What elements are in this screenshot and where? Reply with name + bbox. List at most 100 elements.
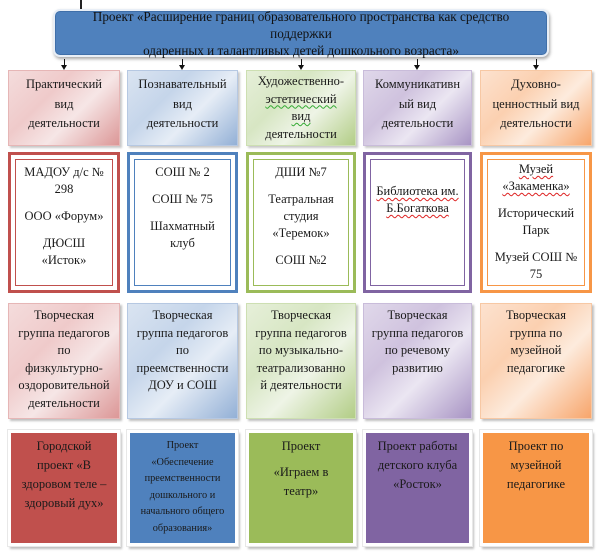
group-text: группа педагогов: [18, 325, 110, 340]
project-text: Проект работы: [377, 439, 458, 453]
project-text: Проект по: [508, 439, 564, 453]
group-text: по музыкально-: [258, 343, 344, 358]
partner-item: МАДОУ д/с № 298: [24, 165, 104, 196]
partner-item: Театральная студия «Теремок»: [268, 192, 334, 240]
group-text: й деятельности: [260, 378, 342, 393]
group-text: Творческая: [34, 308, 94, 322]
activity-text: Коммуникативн: [374, 77, 461, 91]
activity-text-wrap: вид: [247, 108, 355, 126]
partner-item: ДЮСШ «Исток»: [41, 236, 87, 267]
group-text: Творческая: [271, 308, 331, 322]
group-text: оздоровительной: [18, 378, 110, 393]
group-text: Творческая: [387, 308, 448, 322]
group-text: группа по: [509, 325, 563, 340]
partner-item: ООО «Форум»: [24, 209, 104, 223]
project-text: «Росток»: [393, 477, 442, 491]
project-text: Проект: [281, 439, 321, 453]
text-cursor: [80, 0, 82, 14]
partners-box-spiritual: Музей «Закаменка» Исторический Парк Музе…: [480, 152, 592, 293]
partner-item: Музей СОШ № 75: [494, 250, 578, 281]
group-text: преемственности: [136, 360, 229, 375]
activity-text: Практический: [25, 77, 103, 91]
inner-border: [370, 159, 465, 286]
group-box-practical: Творческая группа педагогов по физкульту…: [8, 303, 120, 419]
project-text: проект «В: [37, 458, 91, 472]
project-spacer: [249, 456, 353, 463]
group-box-cognitive: Творческая группа педагогов по преемстве…: [127, 303, 238, 419]
project-text: детского клуба: [377, 458, 458, 472]
group-text: группа педагогов: [255, 325, 347, 340]
activity-text: ценностный вид: [492, 96, 580, 111]
activity-text: деятельности: [265, 126, 337, 141]
group-text: развитию: [392, 360, 443, 375]
group-text: по: [176, 343, 189, 358]
activity-box-artistic: Художественно- эстетический вид деятельн…: [246, 70, 356, 146]
project-text: здоровый дух»: [24, 496, 104, 510]
partner-item: Шахматный клуб: [150, 219, 215, 250]
partners-box-practical: МАДОУ д/с № 298 ООО «Форум» ДЮСШ «Исток»: [8, 152, 120, 293]
activity-text: ый вид: [398, 96, 437, 111]
group-text: театрализованно: [256, 360, 346, 375]
activity-text: вид: [173, 96, 192, 111]
group-text: Творческая: [152, 308, 213, 322]
partners-box-cognitive: СОШ № 2 СОШ № 75 Шахматный клуб: [127, 152, 238, 293]
partner-item: Библиотека им. Б.Богаткова: [376, 184, 459, 215]
activity-text: деятельности: [381, 116, 454, 130]
project-box-cognitive: Проект «Обеспечение преемственности дошк…: [127, 430, 238, 546]
activity-box-cognitive: Познавательный вид деятельности: [127, 70, 238, 146]
main-project-title-line-2: одаренных и талантливых детей дошкольног…: [143, 42, 459, 58]
group-text: физкультурно-: [25, 360, 103, 375]
project-text: педагогике: [506, 477, 566, 491]
group-text: музейной: [510, 343, 562, 358]
project-text: Проект: [166, 440, 199, 451]
activity-text: вид: [54, 96, 74, 111]
project-text: образования»: [152, 522, 213, 534]
project-text: начального общего: [140, 506, 225, 517]
partner-item: СОШ №2: [275, 253, 327, 267]
project-box-artistic: Проект «Играем в театр»: [246, 430, 356, 546]
partner-item: ДШИ №7: [275, 165, 327, 179]
activity-text: Художественно-: [257, 74, 345, 88]
group-text: педагогике: [506, 360, 566, 375]
partners-box-artistic: ДШИ №7 Театральная студия «Теремок» СОШ …: [246, 152, 356, 293]
group-text: группа педагогов: [371, 325, 464, 340]
project-text: музейной: [510, 458, 562, 472]
activity-text-wrap: эстетический: [247, 91, 355, 109]
project-text: здоровом теле –: [21, 477, 107, 491]
main-project-box: Проект «Расширение границ образовательно…: [53, 8, 549, 58]
group-text: по: [57, 343, 71, 358]
group-text: по речевому: [384, 343, 451, 358]
project-text: театр»: [283, 484, 319, 498]
group-text: ДОУ и СОШ: [148, 378, 217, 393]
activity-box-practical: Практический вид деятельности: [8, 70, 120, 146]
activity-text: вид: [291, 109, 311, 123]
partners-box-communicative: Библиотека им. Б.Богаткова: [363, 152, 472, 293]
activity-text: Познавательный: [138, 77, 227, 91]
project-text: дошкольного и: [149, 489, 216, 501]
partner-item: СОШ № 2: [155, 165, 210, 179]
group-text: деятельности: [28, 395, 100, 410]
project-box-communicative: Проект работы детского клуба «Росток»: [363, 430, 472, 546]
partner-item: Музей «Закаменка»: [502, 162, 570, 193]
group-box-spiritual: Творческая группа по музейной педагогике: [480, 303, 592, 419]
activity-text: деятельности: [28, 116, 100, 130]
project-text: Городской: [36, 439, 92, 453]
activity-text: деятельности: [146, 116, 219, 130]
group-text: Творческая: [506, 308, 566, 322]
activity-text: эстетический: [265, 91, 337, 106]
group-box-artistic: Творческая группа педагогов по музыкальн…: [246, 303, 356, 419]
main-project-title-line-1: Проект «Расширение границ образовательно…: [92, 8, 510, 41]
group-text: группа педагогов: [136, 325, 229, 340]
partner-item-wrap: Музей «Закаменка»: [487, 161, 585, 195]
project-box-spiritual: Проект по музейной педагогике: [480, 430, 592, 546]
project-box-practical: Городской проект «В здоровом теле – здор…: [8, 430, 120, 546]
activity-box-communicative: Коммуникативн ый вид деятельности: [363, 70, 472, 146]
activity-box-spiritual: Духовно- ценностный вид деятельности: [480, 70, 592, 146]
partner-item-wrap: Библиотека им. Б.Богаткова: [370, 183, 465, 217]
project-text: преемственности: [144, 473, 221, 484]
partner-item: Исторический Парк: [497, 206, 575, 237]
activity-text: Духовно-: [511, 77, 561, 91]
activity-text: деятельности: [500, 116, 572, 130]
project-text: «Играем в: [273, 465, 329, 479]
partner-item: СОШ № 75: [152, 192, 213, 206]
